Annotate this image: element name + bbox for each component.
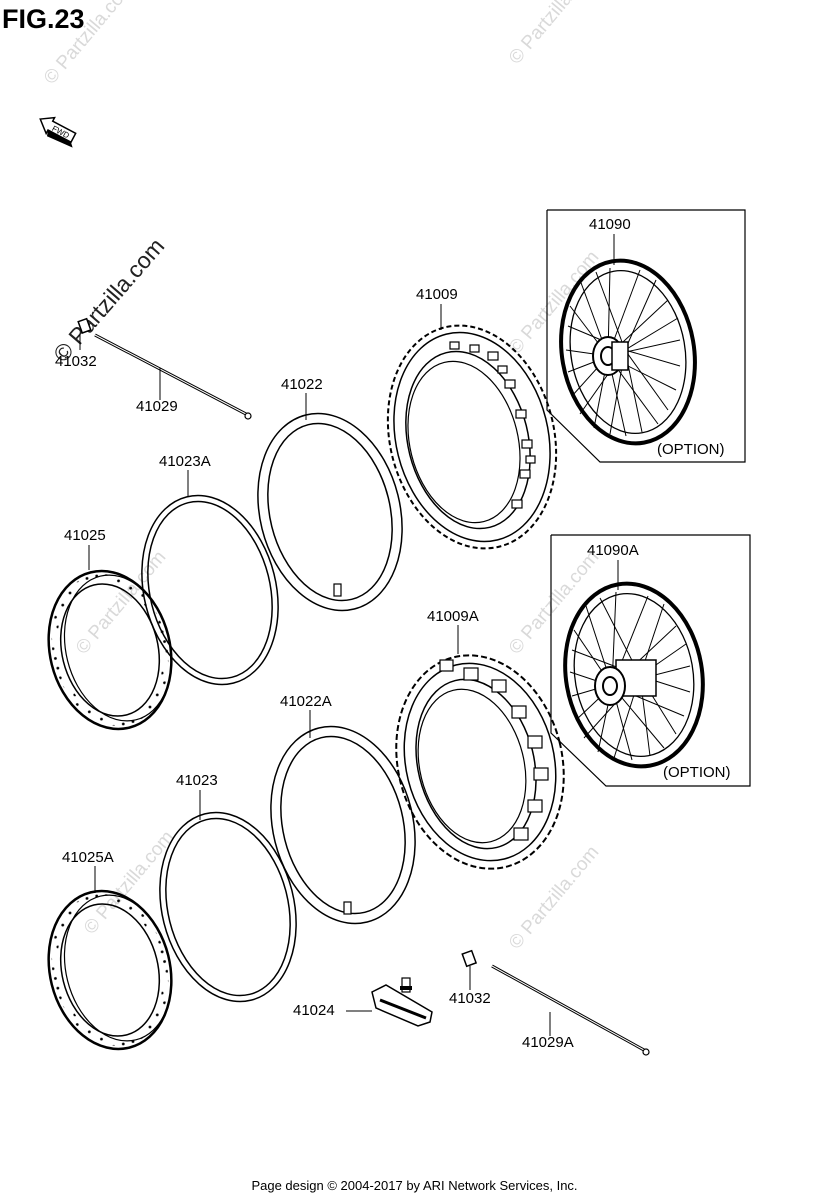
part-label-41009[interactable]: 41009	[416, 286, 458, 303]
nipple-41032-top[interactable]	[77, 317, 92, 334]
option-label-1: (OPTION)	[657, 441, 725, 458]
option-label-2: (OPTION)	[663, 764, 731, 781]
copyright-footer: Page design © 2004-2017 by ARI Network S…	[251, 1178, 578, 1193]
part-label-41032-bottom[interactable]: 41032	[449, 990, 491, 1007]
rim-41025A[interactable]	[32, 878, 187, 1062]
fwd-arrow-icon: FWD	[39, 116, 77, 148]
tube-41022A[interactable]	[251, 711, 435, 939]
part-label-41090[interactable]: 41090	[589, 216, 631, 233]
part-label-41025A[interactable]: 41025A	[62, 849, 114, 866]
rim-band-41023[interactable]	[141, 798, 316, 1016]
tire-41009[interactable]	[365, 308, 579, 567]
tire-41009A[interactable]	[374, 637, 585, 886]
nipple-41032-bottom[interactable]	[461, 949, 478, 968]
part-label-41009A[interactable]: 41009A	[427, 608, 479, 625]
part-label-41022[interactable]: 41022	[281, 376, 323, 393]
part-label-41090A[interactable]: 41090A	[587, 542, 639, 559]
option-box-2	[550, 534, 751, 787]
spoke-41029A[interactable]	[491, 964, 650, 1056]
wheel-assembly-41090A[interactable]	[551, 573, 717, 778]
figure-title: FIG.23	[2, 4, 85, 34]
part-label-41023[interactable]: 41023	[176, 772, 218, 789]
option-box-1	[546, 209, 746, 463]
part-label-41022A[interactable]: 41022A	[280, 693, 332, 710]
spoke-41029[interactable]	[94, 333, 252, 420]
part-label-41029[interactable]: 41029	[136, 398, 178, 415]
wheel-assembly-41090[interactable]	[547, 250, 709, 454]
part-label-41029A[interactable]: 41029A	[522, 1034, 574, 1051]
rim-41025[interactable]	[32, 558, 187, 742]
part-label-41025[interactable]: 41025	[64, 527, 106, 544]
part-label-41023A[interactable]: 41023A	[159, 453, 211, 470]
rim-band-41023A[interactable]	[123, 481, 298, 699]
rim-lock-41024[interactable]	[371, 977, 433, 1027]
part-label-41024[interactable]: 41024	[293, 1002, 335, 1019]
leader-lines	[79, 234, 619, 1036]
part-label-41032-top[interactable]: 41032	[55, 353, 97, 370]
